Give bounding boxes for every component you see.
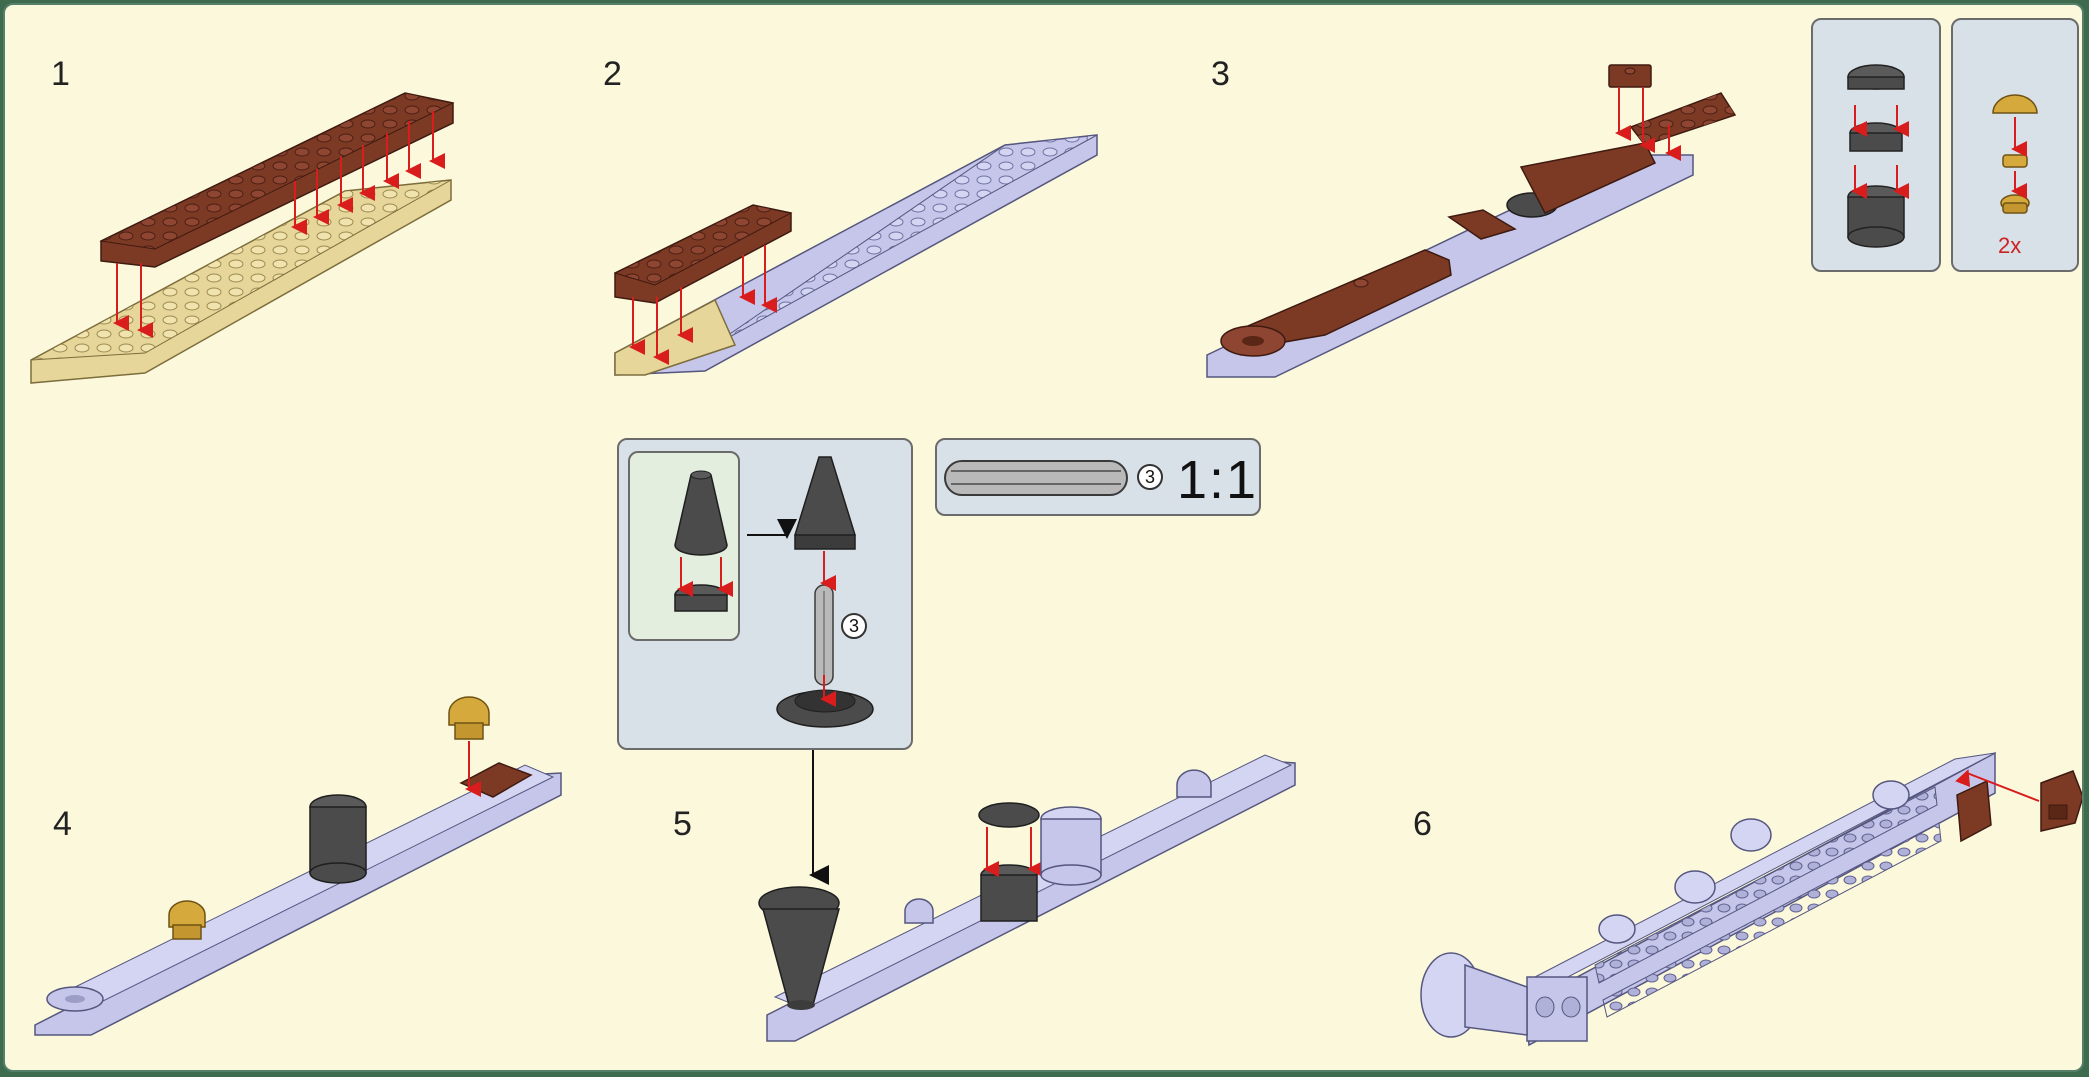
step-6-illustration (1421, 753, 2083, 1045)
illustrations (5, 5, 2084, 1072)
cone-subassembly-illustration (675, 457, 873, 727)
dark-grey-round-parts (1848, 65, 1904, 247)
step-4-illustration (35, 697, 561, 1035)
step-3-illustration (1207, 65, 1735, 377)
step-1-illustration (31, 93, 453, 383)
rod-scale-illustration (945, 461, 1127, 495)
instruction-page: 1 2 3 4 5 6 2x 3 1:1 3 (3, 3, 2084, 1072)
step-5-illustration (759, 755, 1295, 1041)
step-2-illustration (615, 135, 1097, 375)
gold-dome-parts (1993, 95, 2037, 213)
